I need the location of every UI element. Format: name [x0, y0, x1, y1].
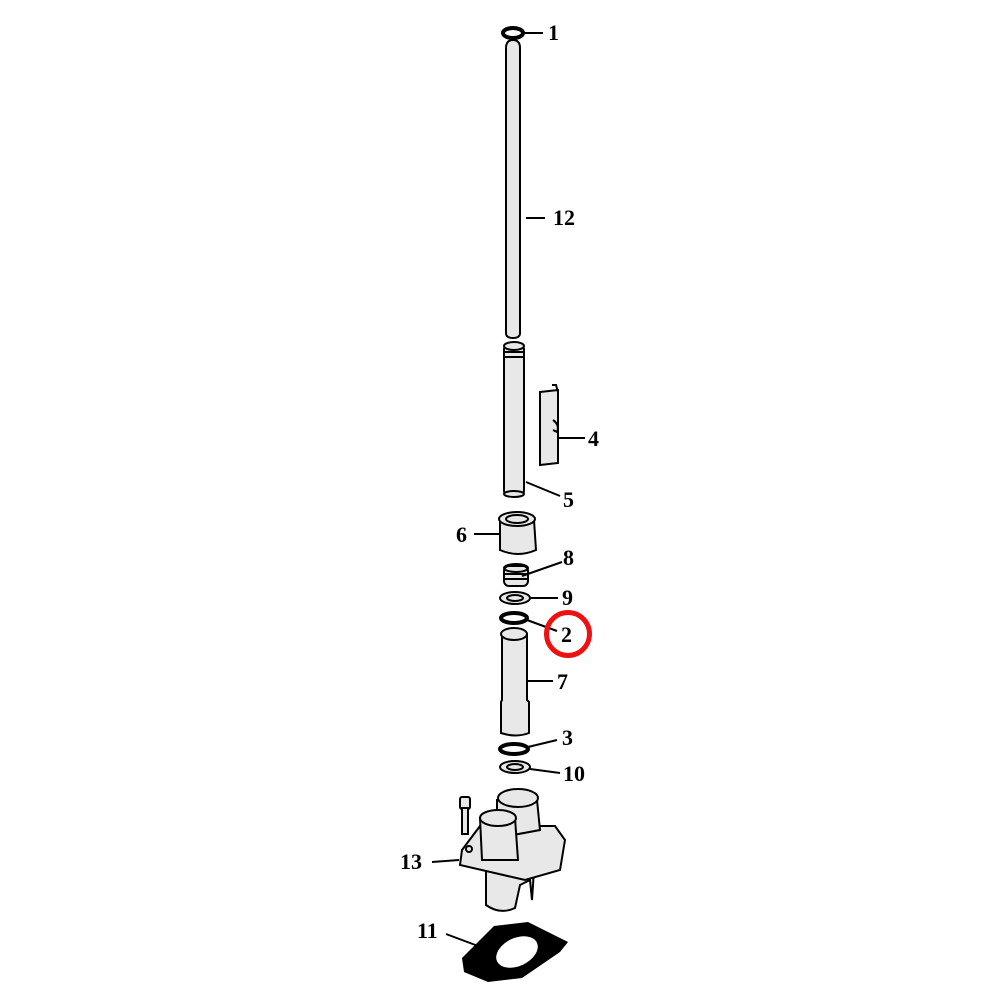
part-4-keeper[interactable]	[539, 384, 585, 467]
callout-12: 12	[553, 205, 575, 230]
callout-3: 3	[562, 725, 573, 750]
callout-1: 1	[548, 20, 559, 45]
part-10-washer[interactable]	[499, 760, 561, 774]
part-5-upper-cover[interactable]	[503, 341, 561, 498]
part-1-o-ring[interactable]	[501, 26, 543, 40]
part-6-cap[interactable]	[474, 511, 538, 555]
callout-6: 6	[456, 522, 467, 547]
callout-9: 9	[562, 585, 573, 610]
part-12-pushrod[interactable]	[505, 38, 545, 340]
highlight-circle	[544, 610, 592, 658]
part-7-lower-cover[interactable]	[500, 627, 553, 737]
callout-8: 8	[563, 545, 574, 570]
callout-10: 10	[563, 761, 585, 786]
callout-4: 4	[588, 426, 599, 451]
part-13-tappet-block[interactable]	[431, 788, 567, 912]
callout-7: 7	[557, 669, 568, 694]
part-11-gasket[interactable]	[445, 922, 568, 982]
part-9-washer[interactable]	[499, 591, 558, 605]
callout-11: 11	[417, 918, 438, 943]
part-8-spring[interactable]	[503, 561, 563, 587]
callout-5: 5	[563, 487, 574, 512]
callout-13: 13	[400, 849, 422, 874]
part-3-o-ring[interactable]	[498, 739, 558, 756]
